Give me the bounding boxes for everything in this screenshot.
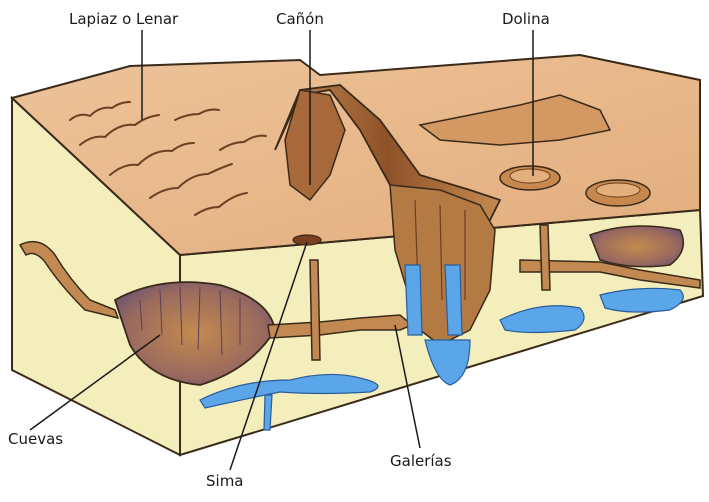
label-galerias: Galerías [390,452,452,470]
label-canon: Cañón [276,10,324,28]
label-lapiaz: Lapiaz o Lenar [69,10,178,28]
label-sima: Sima [206,472,244,490]
label-dolina: Dolina [502,10,550,28]
right-cave [590,226,683,267]
label-cuevas: Cuevas [8,430,63,448]
